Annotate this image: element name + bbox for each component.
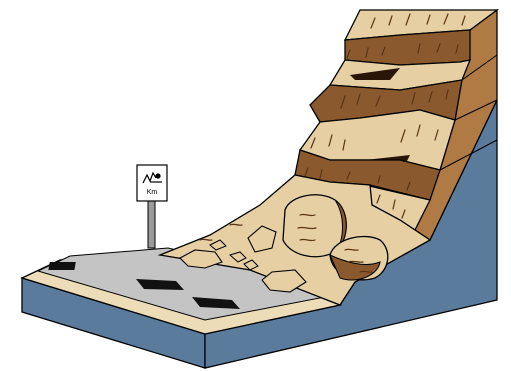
sign-post: [148, 200, 155, 248]
road-marking: [48, 262, 75, 270]
sign-text: Km: [147, 189, 158, 196]
